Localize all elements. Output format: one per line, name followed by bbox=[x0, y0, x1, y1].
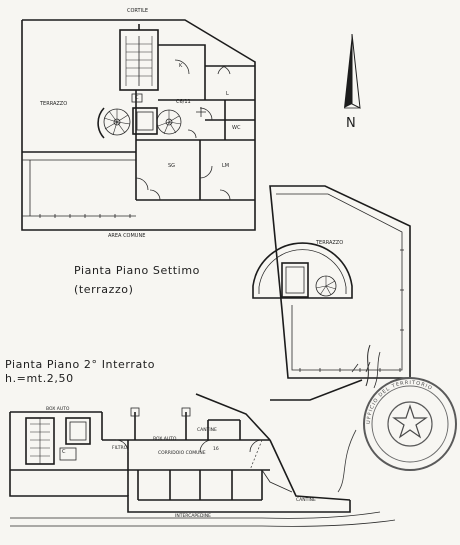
cortile-label: CORTILE bbox=[127, 8, 149, 14]
svg-text:UFFICIO DEL TERRITORIO: UFFICIO DEL TERRITORIO bbox=[366, 380, 434, 424]
terrace-floor-plan bbox=[252, 185, 411, 379]
room-k-label: K bbox=[179, 63, 183, 69]
seventh-floor-subtitle: (terrazzo) bbox=[74, 283, 134, 296]
room-lm-label: LM bbox=[222, 163, 230, 169]
basement-floor-plan bbox=[9, 379, 396, 527]
terrazzo-right-label: TERRAZZO bbox=[316, 240, 344, 246]
room-sg-label: SG bbox=[168, 163, 176, 169]
stamp-text: UFFICIO DEL TERRITORIO bbox=[366, 380, 433, 424]
terrazzo-left-label: TERRAZZO bbox=[40, 101, 68, 107]
north-label: N bbox=[346, 116, 356, 131]
box-auto-2-label: BOX AUTO bbox=[153, 437, 177, 442]
corridoio-comune-label: CORRIDOIO COMUNE bbox=[158, 451, 206, 456]
box-auto-1-label: BOX AUTO bbox=[46, 407, 70, 412]
room-c611-label: C6/11 bbox=[176, 99, 191, 105]
intercapedine-label: INTERCAPEDINE bbox=[175, 514, 211, 519]
room-c-label: C bbox=[135, 95, 139, 101]
upper-floor-plan bbox=[21, 19, 256, 231]
basement-title: Pianta Piano 2° Interrato bbox=[5, 358, 156, 371]
number-label: 16 bbox=[213, 447, 219, 452]
basement-c-label: C bbox=[62, 449, 66, 455]
area-comune-label: AREA COMUNE bbox=[108, 233, 146, 239]
cantine-1-label: CANTINE bbox=[197, 428, 217, 433]
north-arrow bbox=[344, 33, 361, 109]
filtro-label: FILTRO bbox=[112, 446, 128, 451]
official-stamp bbox=[337, 344, 457, 493]
cantine-2-label: CANTINE bbox=[296, 498, 316, 503]
room-wc-label: WC bbox=[232, 125, 241, 131]
seventh-floor-title: Pianta Piano Settimo bbox=[74, 264, 200, 277]
room-l-label: L bbox=[226, 91, 229, 97]
stamp-ring-text: UFFICIO DEL TERRITORIO bbox=[360, 372, 460, 480]
basement-height: h.=mt.2,50 bbox=[5, 372, 74, 385]
